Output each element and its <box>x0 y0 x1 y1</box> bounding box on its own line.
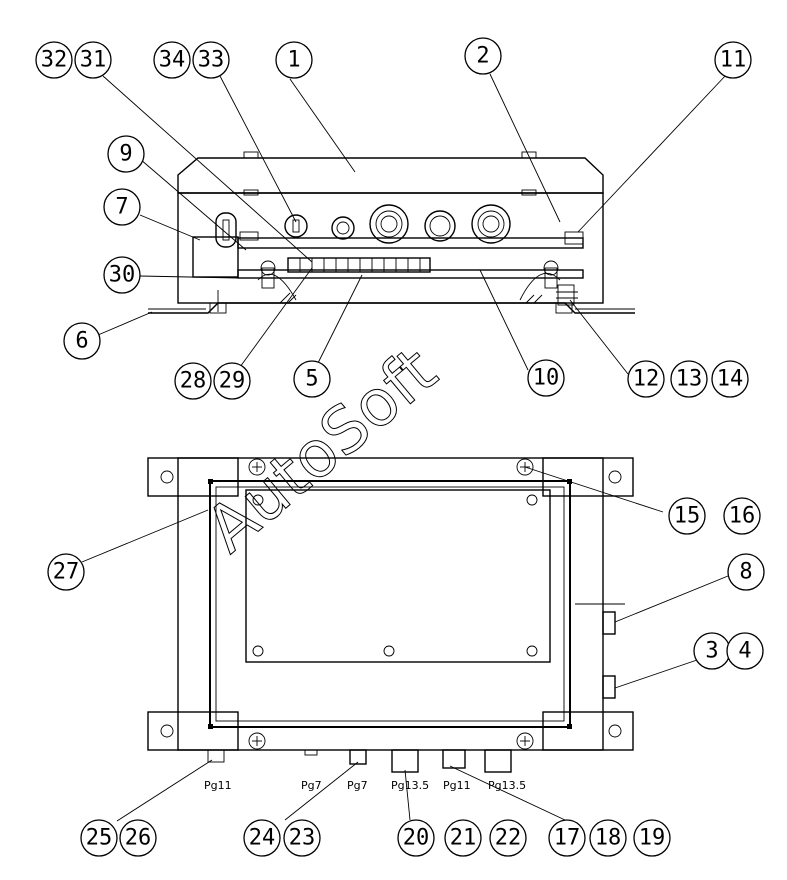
svg-text:34: 34 <box>159 48 186 73</box>
callout-12: 12 <box>627 360 665 398</box>
svg-text:25: 25 <box>86 826 113 851</box>
svg-text:5: 5 <box>305 367 318 392</box>
svg-text:22: 22 <box>495 826 522 851</box>
svg-text:28: 28 <box>180 369 207 394</box>
callout-9: 9 <box>107 135 145 173</box>
callout-7: 7 <box>103 188 141 226</box>
callout-8: 8 <box>727 553 765 591</box>
svg-text:7: 7 <box>115 195 128 220</box>
callout-3: 3 <box>693 632 731 670</box>
svg-text:13: 13 <box>676 367 703 392</box>
callout-24: 24 <box>243 819 281 857</box>
callout-10: 10 <box>527 359 565 397</box>
callout-16: 16 <box>723 497 761 535</box>
svg-text:20: 20 <box>403 826 430 851</box>
svg-text:11: 11 <box>720 48 747 73</box>
svg-text:19: 19 <box>639 826 666 851</box>
callout-20: 20 <box>397 819 435 857</box>
callout-21: 21 <box>444 819 482 857</box>
callout-27: 27 <box>47 553 85 591</box>
callout-34: 34 <box>153 41 191 79</box>
svg-text:30: 30 <box>109 263 136 288</box>
svg-text:24: 24 <box>249 826 276 851</box>
gland-label: Pg11 <box>443 779 471 792</box>
svg-text:15: 15 <box>674 504 701 529</box>
svg-text:1: 1 <box>287 48 300 73</box>
callout-30: 30 <box>103 256 141 294</box>
callout-15: 15 <box>668 497 706 535</box>
svg-text:26: 26 <box>125 826 152 851</box>
callout-22: 22 <box>489 819 527 857</box>
svg-text:16: 16 <box>729 504 756 529</box>
svg-text:9: 9 <box>119 142 132 167</box>
callout-18: 18 <box>589 819 627 857</box>
callout-5: 5 <box>293 360 331 398</box>
svg-text:21: 21 <box>450 826 477 851</box>
gland-label: Pg7 <box>347 779 368 792</box>
leader-lines <box>81 73 729 822</box>
callouts: 32 31 34 33 1 2 11 9 7 30 6 28 29 5 10 1… <box>35 37 765 857</box>
gland-label: Pg13.5 <box>391 779 429 792</box>
svg-text:14: 14 <box>717 367 744 392</box>
svg-text:27: 27 <box>53 560 80 585</box>
callout-4: 4 <box>726 632 764 670</box>
svg-text:10: 10 <box>533 366 560 391</box>
gland-label: Pg11 <box>204 779 232 792</box>
svg-text:31: 31 <box>80 48 107 73</box>
plan-view: Pg11 Pg7 Pg7 Pg13.5 Pg11 Pg13.5 <box>147 457 634 792</box>
svg-text:33: 33 <box>198 48 225 73</box>
gland-label: Pg7 <box>301 779 322 792</box>
callout-14: 14 <box>711 360 749 398</box>
svg-text:8: 8 <box>739 560 752 585</box>
svg-text:3: 3 <box>705 639 718 664</box>
callout-29: 29 <box>213 362 251 400</box>
svg-text:18: 18 <box>595 826 622 851</box>
callout-25: 25 <box>80 819 118 857</box>
svg-text:12: 12 <box>633 367 660 392</box>
callout-23: 23 <box>283 819 321 857</box>
callout-11: 11 <box>714 41 752 79</box>
callout-31: 31 <box>74 41 112 79</box>
callout-17: 17 <box>548 819 586 857</box>
svg-text:23: 23 <box>289 826 316 851</box>
callout-1: 1 <box>275 41 313 79</box>
svg-text:29: 29 <box>219 369 246 394</box>
svg-text:6: 6 <box>75 329 88 354</box>
svg-text:2: 2 <box>476 44 489 69</box>
callout-28: 28 <box>174 362 212 400</box>
svg-text:4: 4 <box>738 639 751 664</box>
svg-text:32: 32 <box>41 48 68 73</box>
callout-19: 19 <box>633 819 671 857</box>
side-elevation-view <box>148 151 635 314</box>
svg-text:17: 17 <box>554 826 581 851</box>
callout-6: 6 <box>63 322 101 360</box>
gland-label: Pg13.5 <box>488 779 526 792</box>
callout-2: 2 <box>464 37 502 75</box>
callout-33: 33 <box>192 41 230 79</box>
callout-13: 13 <box>670 360 708 398</box>
callout-26: 26 <box>119 819 157 857</box>
callout-32: 32 <box>35 41 73 79</box>
